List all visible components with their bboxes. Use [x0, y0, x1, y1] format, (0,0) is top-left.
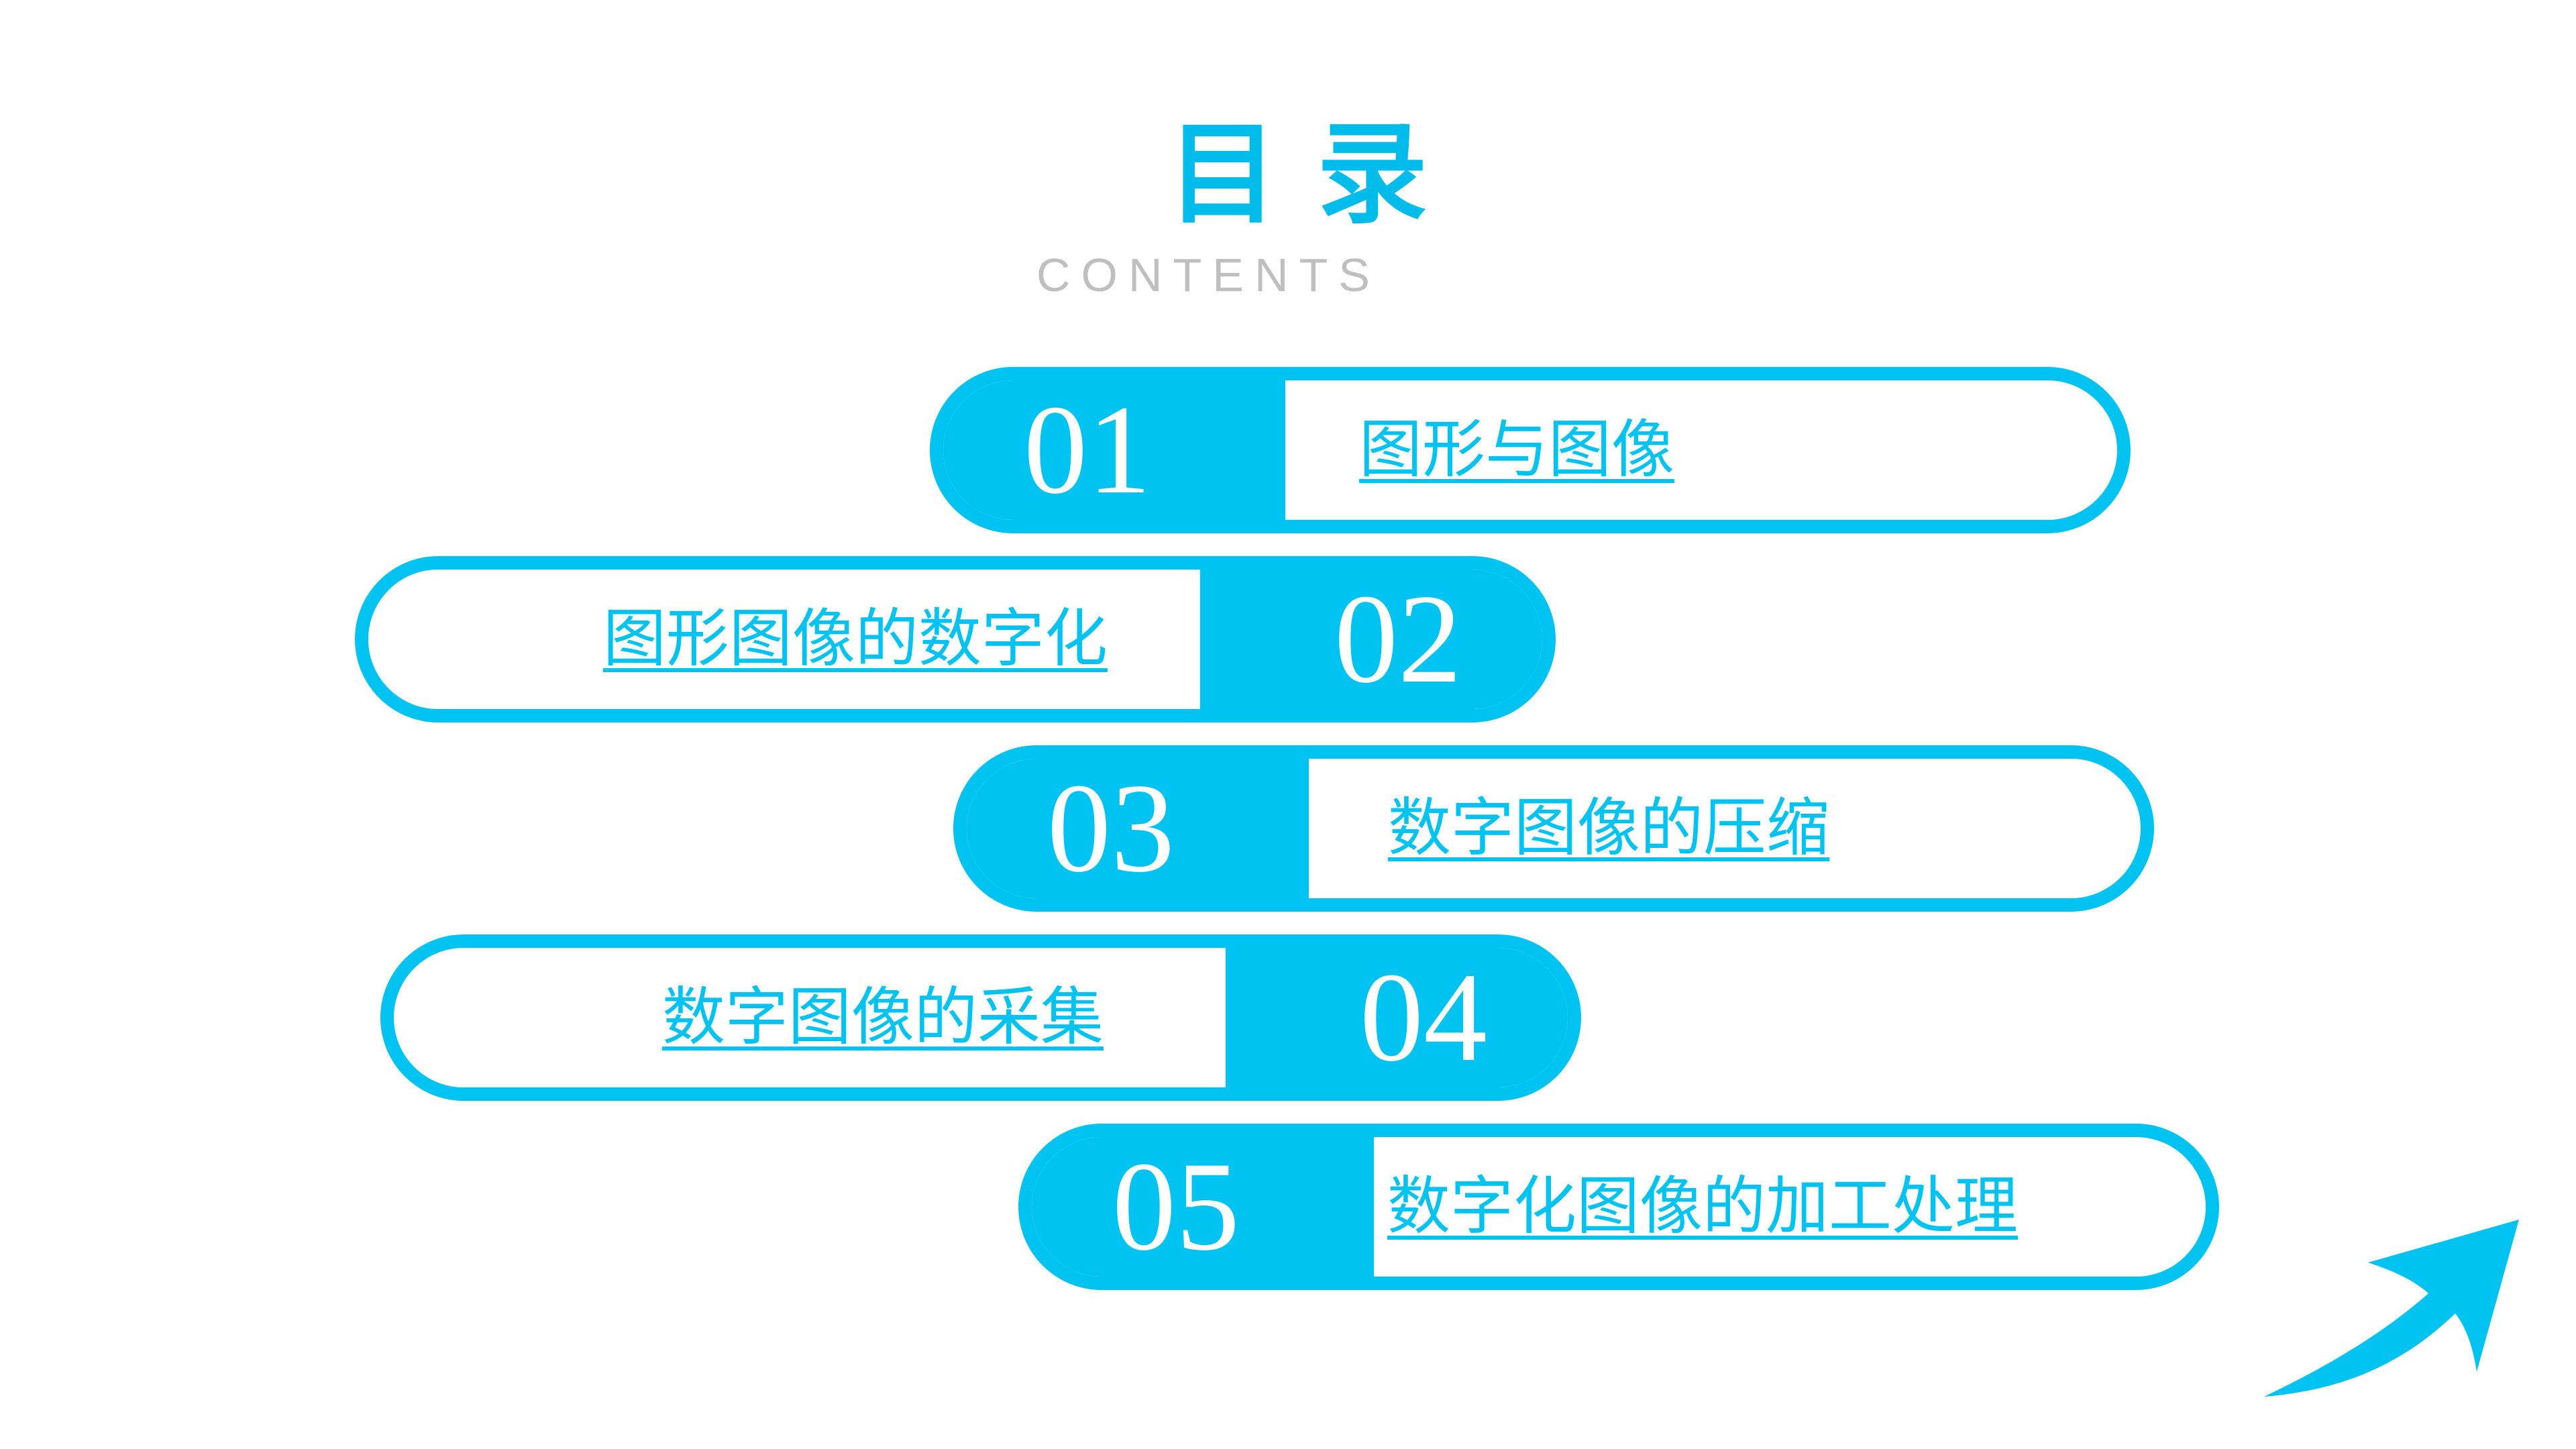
toc-item-number: 03	[967, 759, 1309, 898]
toc-item-01[interactable]: 01 图形与图像	[930, 367, 2131, 533]
toc-item-number: 02	[1200, 570, 1542, 709]
arrow-up-right-icon	[2264, 1220, 2519, 1397]
toc-item-link[interactable]: 图形与图像	[1359, 413, 1675, 486]
toc-item-number: 01	[943, 380, 1285, 520]
toc-item-number: 05	[1032, 1137, 1374, 1277]
toc-item-link[interactable]: 图形图像的数字化	[603, 602, 1108, 676]
page-title: 目录	[1167, 110, 1466, 239]
toc-item-04[interactable]: 数字图像的采集 04	[380, 934, 1581, 1101]
toc-item-05[interactable]: 05 数字化图像的加工处理	[1018, 1124, 2219, 1290]
toc-item-link[interactable]: 数字图像的压缩	[1388, 792, 1830, 865]
toc-item-number: 04	[1226, 948, 1568, 1087]
toc-item-link[interactable]: 数字图像的采集	[662, 981, 1104, 1054]
toc-item-03[interactable]: 03 数字图像的压缩	[953, 745, 2154, 912]
toc-item-link[interactable]: 数字化图像的加工处理	[1387, 1170, 2019, 1243]
page-subtitle: CONTENTS	[1036, 249, 1381, 301]
toc-item-02[interactable]: 图形图像的数字化 02	[355, 556, 1556, 722]
